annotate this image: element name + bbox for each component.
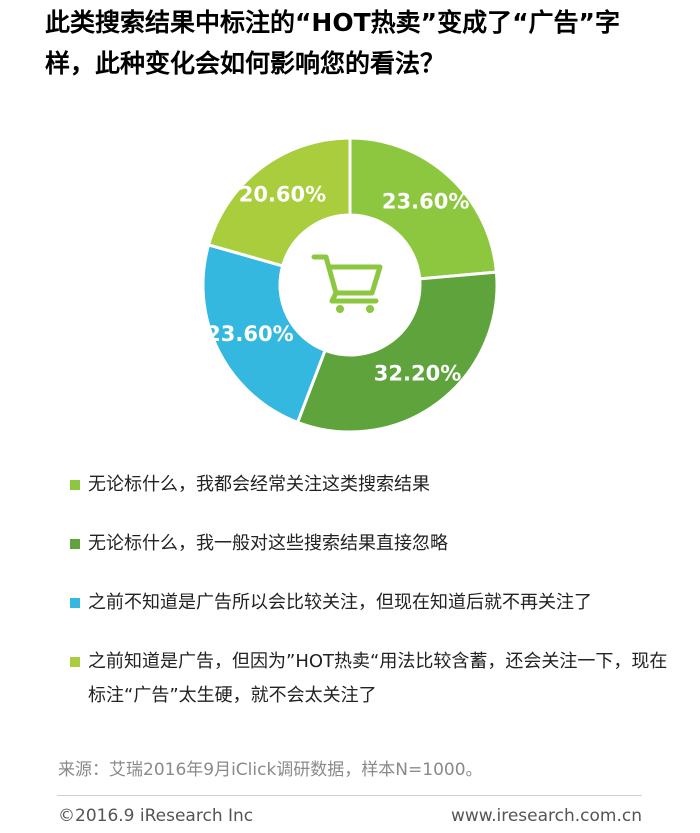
legend-label: 之前不知道是广告所以会比较关注，但现在知道后就不再关注了 — [88, 592, 592, 613]
copyright: ©2016.9 iResearch Inc — [58, 806, 254, 826]
legend-swatch — [70, 539, 80, 549]
website-link[interactable]: www.iresearch.com.cn — [450, 806, 642, 826]
donut-hole — [280, 215, 420, 355]
legend-item: 无论标什么，我都会经常关注这类搜索结果 — [70, 468, 670, 502]
slice-value-label-3: 20.60% — [239, 183, 326, 207]
legend-item: 之前不知道是广告所以会比较关注，但现在知道后就不再关注了 — [70, 586, 670, 620]
slice-value-label-0: 23.60% — [382, 189, 469, 213]
legend-item: 无论标什么，我一般对这些搜索结果直接忽略 — [70, 527, 670, 561]
legend-label: 之前知道是广告，但因为”HOT热卖“用法比较含蓄，还会关注一下，现在标注“广告”… — [88, 651, 668, 706]
slice-value-label-2: 23.60% — [206, 322, 293, 346]
donut-chart: 23.60% 32.20% 23.60% 20.60% — [190, 125, 510, 445]
legend-swatch — [70, 598, 80, 608]
chart-title: 此类搜索结果中标注的“HOT热卖”变成了“广告”字样，此种变化会如何影响您的看法… — [45, 8, 620, 78]
legend: 无论标什么，我都会经常关注这类搜索结果 无论标什么，我一般对这些搜索结果直接忽略… — [70, 468, 670, 738]
shopping-cart-icon — [311, 254, 383, 313]
footer-divider — [57, 795, 642, 796]
donut-svg: 23.60% 32.20% 23.60% 20.60% — [201, 136, 499, 434]
legend-label: 无论标什么，我都会经常关注这类搜索结果 — [88, 474, 430, 495]
slice-value-label-1: 32.20% — [374, 361, 461, 385]
legend-swatch — [70, 657, 80, 667]
legend-label: 无论标什么，我一般对这些搜索结果直接忽略 — [88, 533, 448, 554]
source-note: 来源：艾瑞2016年9月iClick调研数据，样本N=1000。 — [58, 760, 483, 780]
legend-swatch — [70, 480, 80, 490]
legend-item: 之前知道是广告，但因为”HOT热卖“用法比较含蓄，还会关注一下，现在标注“广告”… — [70, 645, 670, 713]
